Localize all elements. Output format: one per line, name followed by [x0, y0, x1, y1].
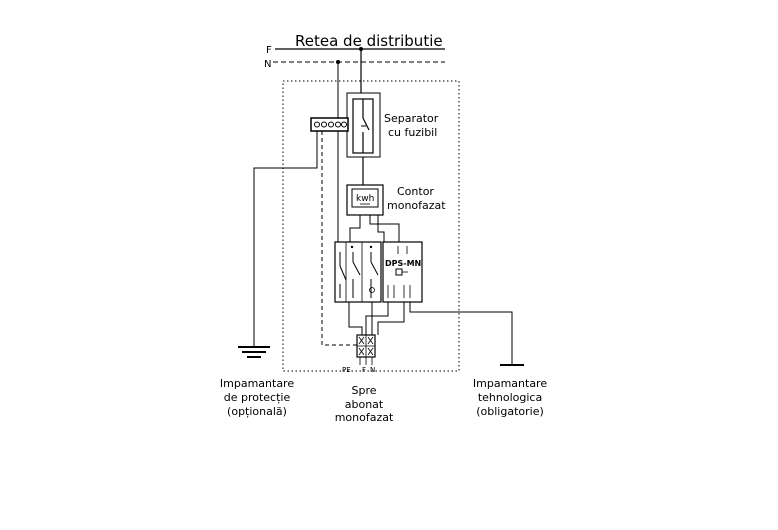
- separator-label-line1: Separator: [384, 112, 439, 125]
- protection-earth-wire: [253, 131, 318, 347]
- svg-text:abonat: abonat: [345, 398, 384, 411]
- surge-protector: DPS-MN: [382, 241, 423, 303]
- caption-technical-earth: Impamantare tehnologica (obligatorie): [473, 377, 547, 418]
- svg-text:de protecție: de protecție: [224, 391, 291, 404]
- svg-text:Impamantare: Impamantare: [220, 377, 294, 390]
- enclosure-box: [282, 80, 460, 372]
- output-terminal: [356, 334, 376, 358]
- meter-label-line1: Contor: [397, 185, 434, 198]
- caption-subscriber: Spre abonat monofazat: [335, 384, 394, 424]
- svg-text:(opțională): (opțională): [227, 405, 287, 418]
- dps-label: DPS-MN: [385, 259, 421, 268]
- terminal-block: [310, 117, 349, 132]
- svg-text:monofazat: monofazat: [335, 411, 394, 424]
- svg-text:Impamantare: Impamantare: [473, 377, 547, 390]
- pe-dashed-wire: [321, 131, 360, 346]
- energy-meter: kwh: [346, 184, 384, 216]
- meter-unit: kwh: [356, 194, 374, 204]
- meter-display: [351, 188, 379, 208]
- network-title: Retea de distributie: [295, 32, 443, 50]
- meter-label-line2: monofazat: [387, 199, 446, 212]
- technical-earth-wire: [409, 302, 513, 365]
- caption-protection-earth: Impamantare de protecție (opțională): [220, 377, 294, 418]
- neutral-label: N: [264, 59, 271, 70]
- phase-label: F: [266, 45, 272, 56]
- circuit-breaker: [334, 241, 382, 303]
- terminal-pe: PE: [342, 366, 351, 374]
- svg-text:(obligatorie): (obligatorie): [476, 405, 544, 418]
- terminal-f: F: [362, 366, 366, 374]
- separator-fuse: [346, 92, 381, 158]
- protection-earth-symbol: [238, 346, 270, 358]
- svg-text:Spre: Spre: [351, 384, 376, 397]
- svg-text:tehnologica: tehnologica: [478, 391, 542, 404]
- separator-label-line2: cu fuzibil: [388, 126, 437, 139]
- terminal-n: N: [370, 366, 375, 374]
